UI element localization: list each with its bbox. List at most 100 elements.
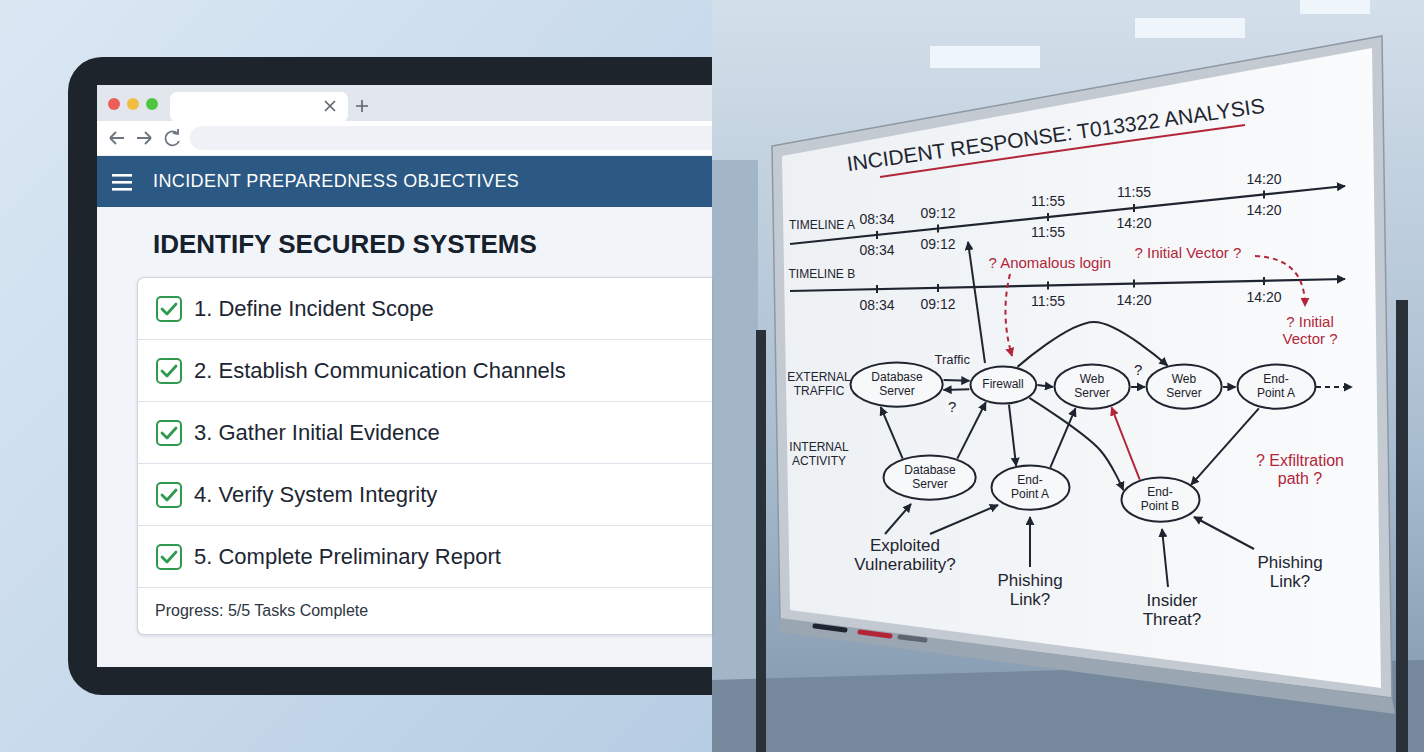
leader-arrow — [1162, 529, 1168, 587]
connector — [1223, 386, 1235, 388]
marker — [900, 637, 925, 640]
connector — [1112, 407, 1140, 479]
timestamp: 14:20 — [1247, 202, 1282, 218]
checkbox-icon — [156, 358, 182, 384]
checklist-item: 4. Verify System Integrity — [138, 464, 712, 526]
node-outline — [970, 367, 1036, 404]
dashed-outflow-arrow — [1316, 386, 1352, 388]
forward-arrow-icon — [137, 132, 151, 144]
node-label: Web Server — [1160, 373, 1208, 401]
timestamp: 14:20 — [1117, 292, 1152, 308]
connector — [1037, 385, 1053, 387]
task-label: 5. Complete Preliminary Report — [194, 544, 501, 570]
task-label: 2. Establish Communication Channels — [194, 358, 566, 384]
task-label: 4. Verify System Integrity — [194, 482, 437, 508]
screen-heading: IDENTIFY SECURED SYSTEMS — [153, 230, 537, 260]
network-node: End-Point A — [990, 464, 1071, 511]
tablet-bezel — [68, 57, 788, 695]
progress-text: Progress: 5/5 Tasks Complete — [155, 602, 368, 620]
row-label: EXTERNAL TRAFFIC — [785, 371, 853, 399]
reload-icon — [166, 129, 179, 145]
network-node: Web Server — [1145, 363, 1223, 410]
cause-annotation: Exploited Vulnerability? — [846, 536, 964, 575]
timeline-ticks — [877, 191, 1264, 240]
timestamp: 08:34 — [860, 242, 895, 258]
node-label: Database Server — [867, 371, 927, 399]
check-mark — [162, 428, 176, 438]
cause-annotation: Phishing Link? — [980, 571, 1080, 610]
checkbox-frame — [157, 545, 181, 569]
timestamp: 08:34 — [860, 297, 895, 313]
timeline-name: TIMELINE A — [789, 219, 855, 233]
new-tab-icon — [356, 100, 368, 112]
checklist-card: Progress: 5/5 Tasks Complete 1. Define In… — [137, 277, 712, 635]
connector — [1018, 322, 1168, 367]
connector — [957, 402, 986, 458]
marker — [860, 632, 890, 636]
leader-arrow — [1029, 517, 1031, 567]
node-label: End-Point B — [1135, 486, 1185, 514]
node-label: End-Point A — [1251, 373, 1301, 401]
network-node: Database Server — [882, 454, 977, 501]
timestamp: 14:20 — [1247, 289, 1282, 305]
red-annotation: ? Exfiltration path ? — [1243, 452, 1358, 489]
checklist-item: 3. Gather Initial Evidence — [138, 402, 712, 464]
cause-annotation: Insider Threat? — [1122, 591, 1222, 630]
node-label: Firewall — [982, 378, 1023, 392]
node-outline — [1237, 365, 1315, 409]
board-stand — [756, 330, 766, 752]
marker — [815, 626, 845, 630]
timestamp: 09:12 — [921, 296, 956, 312]
timeline-ticks — [877, 277, 1264, 293]
marker-tray — [778, 618, 1395, 714]
edge-label: ? — [1132, 362, 1144, 379]
connector — [944, 379, 970, 382]
timestamp: 09:12 — [921, 236, 956, 252]
check-mark — [162, 304, 176, 314]
checklist-item: 1. Define Incident Scope — [138, 278, 712, 340]
checkbox-frame — [157, 483, 181, 507]
ceiling-light — [1300, 0, 1370, 14]
menu-bar — [112, 181, 132, 184]
connector — [881, 407, 903, 459]
check-mark — [162, 552, 176, 562]
timestamp: 14:20 — [1247, 171, 1282, 187]
checkbox-frame — [157, 359, 181, 383]
timestamp: 09:12 — [921, 205, 956, 221]
leader-arrow — [1194, 517, 1254, 549]
node-outline — [1146, 365, 1221, 409]
node-label: Database Server — [900, 464, 960, 492]
timestamp: 11:55 — [1117, 184, 1151, 200]
edge-label: ? — [946, 399, 958, 416]
network-node: Web Server — [1053, 363, 1131, 410]
task-label: 3. Gather Initial Evidence — [194, 420, 440, 446]
connector — [944, 388, 970, 391]
menu-icon — [112, 173, 132, 191]
node-label: Web Server — [1068, 373, 1116, 401]
connector — [1131, 386, 1145, 388]
timestamp: 11:55 — [1031, 224, 1065, 240]
node-outline — [851, 363, 943, 407]
tablet-screen — [97, 85, 737, 667]
checkbox-icon — [156, 296, 182, 322]
window-minimize-dot — [127, 98, 139, 110]
menu-bar — [112, 174, 132, 177]
timestamp: 11:55 — [1031, 293, 1065, 309]
cause-annotation: Phishing Link? — [1240, 553, 1340, 592]
edge-label: Traffic — [933, 353, 972, 367]
checkbox-frame — [157, 421, 181, 445]
red-annotation: ? Initial Vector ? — [1135, 244, 1242, 261]
leader-arrow — [885, 504, 911, 534]
node-outline — [1054, 365, 1129, 409]
ceiling-light — [1135, 18, 1245, 38]
office-background — [712, 0, 1424, 752]
checkbox-icon — [156, 482, 182, 508]
network-node: Firewall — [969, 365, 1038, 405]
node-outline — [991, 466, 1069, 510]
whiteboard-frame — [772, 36, 1392, 698]
browser-tab — [170, 92, 348, 122]
node-outline — [884, 456, 976, 500]
node-outline — [1121, 478, 1199, 522]
red-annotation: ? Anomalous login — [989, 254, 1112, 271]
checkbox-icon — [156, 420, 182, 446]
